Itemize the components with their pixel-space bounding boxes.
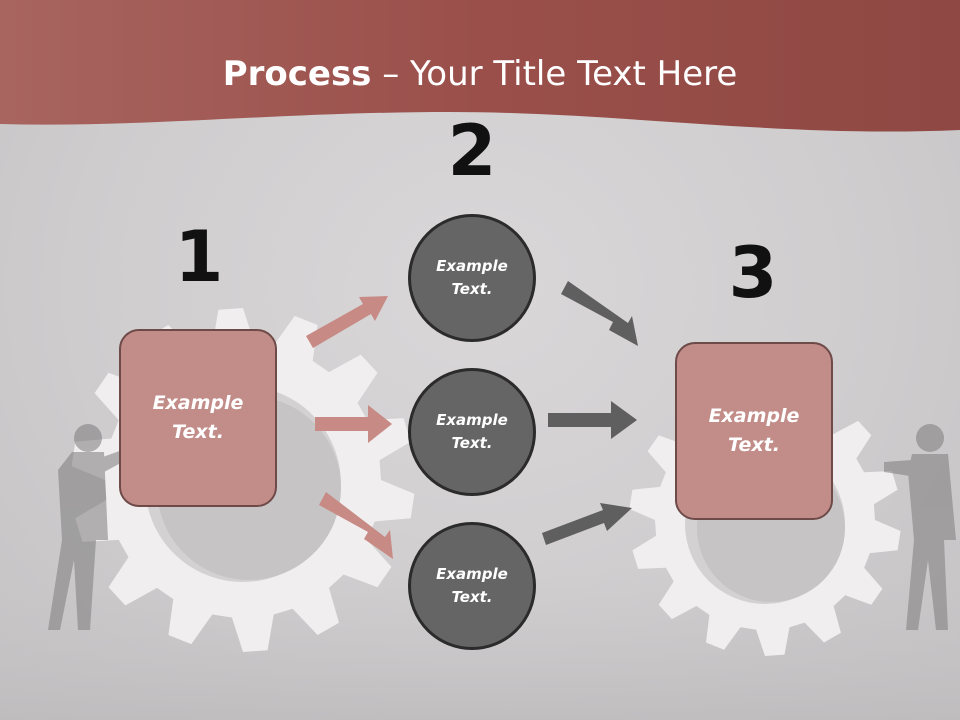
process-circle-3: Example Text. bbox=[408, 522, 536, 650]
arrow-icon bbox=[319, 492, 393, 559]
step-number-2: 2 bbox=[447, 110, 497, 192]
arrow-icon bbox=[548, 401, 637, 439]
step-number-1: 1 bbox=[174, 216, 224, 298]
arrow-icon bbox=[315, 405, 392, 443]
process-circle-1: Example Text. bbox=[408, 214, 536, 342]
slide-title: Process – Your Title Text Here bbox=[0, 52, 960, 96]
step-box-3: Example Text. bbox=[675, 342, 833, 520]
title-banner bbox=[0, 0, 960, 132]
process-circle-2: Example Text. bbox=[408, 368, 536, 496]
step-number-3: 3 bbox=[728, 232, 778, 314]
title-bold: Process bbox=[222, 54, 372, 94]
arrow-icon bbox=[542, 503, 632, 545]
title-rest: – Your Title Text Here bbox=[371, 54, 738, 94]
step-box-1: Example Text. bbox=[119, 329, 277, 507]
businessman-silhouette bbox=[884, 424, 956, 630]
arrow-icon bbox=[306, 296, 388, 348]
arrow-icon bbox=[561, 281, 638, 346]
